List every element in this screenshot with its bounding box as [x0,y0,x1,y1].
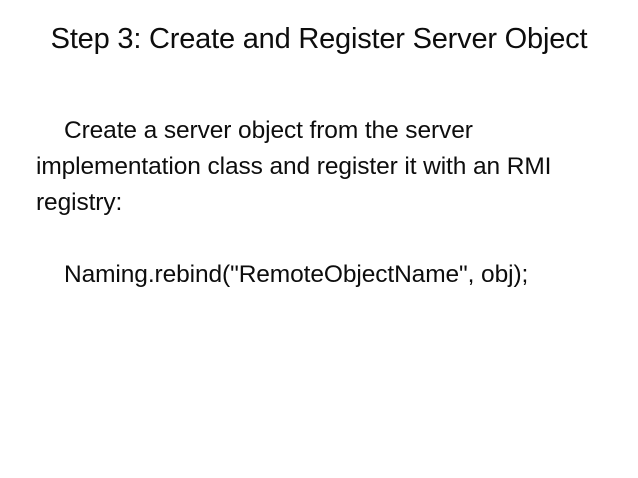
slide-body: Create a server object from the server i… [36,113,604,293]
slide-title: Step 3: Create and Register Server Objec… [50,23,588,55]
code-line: Naming.rebind("RemoteObjectName", obj); [64,261,529,288]
body-paragraph: Create a server object from the server i… [36,117,552,216]
body-blank-line [36,221,604,257]
